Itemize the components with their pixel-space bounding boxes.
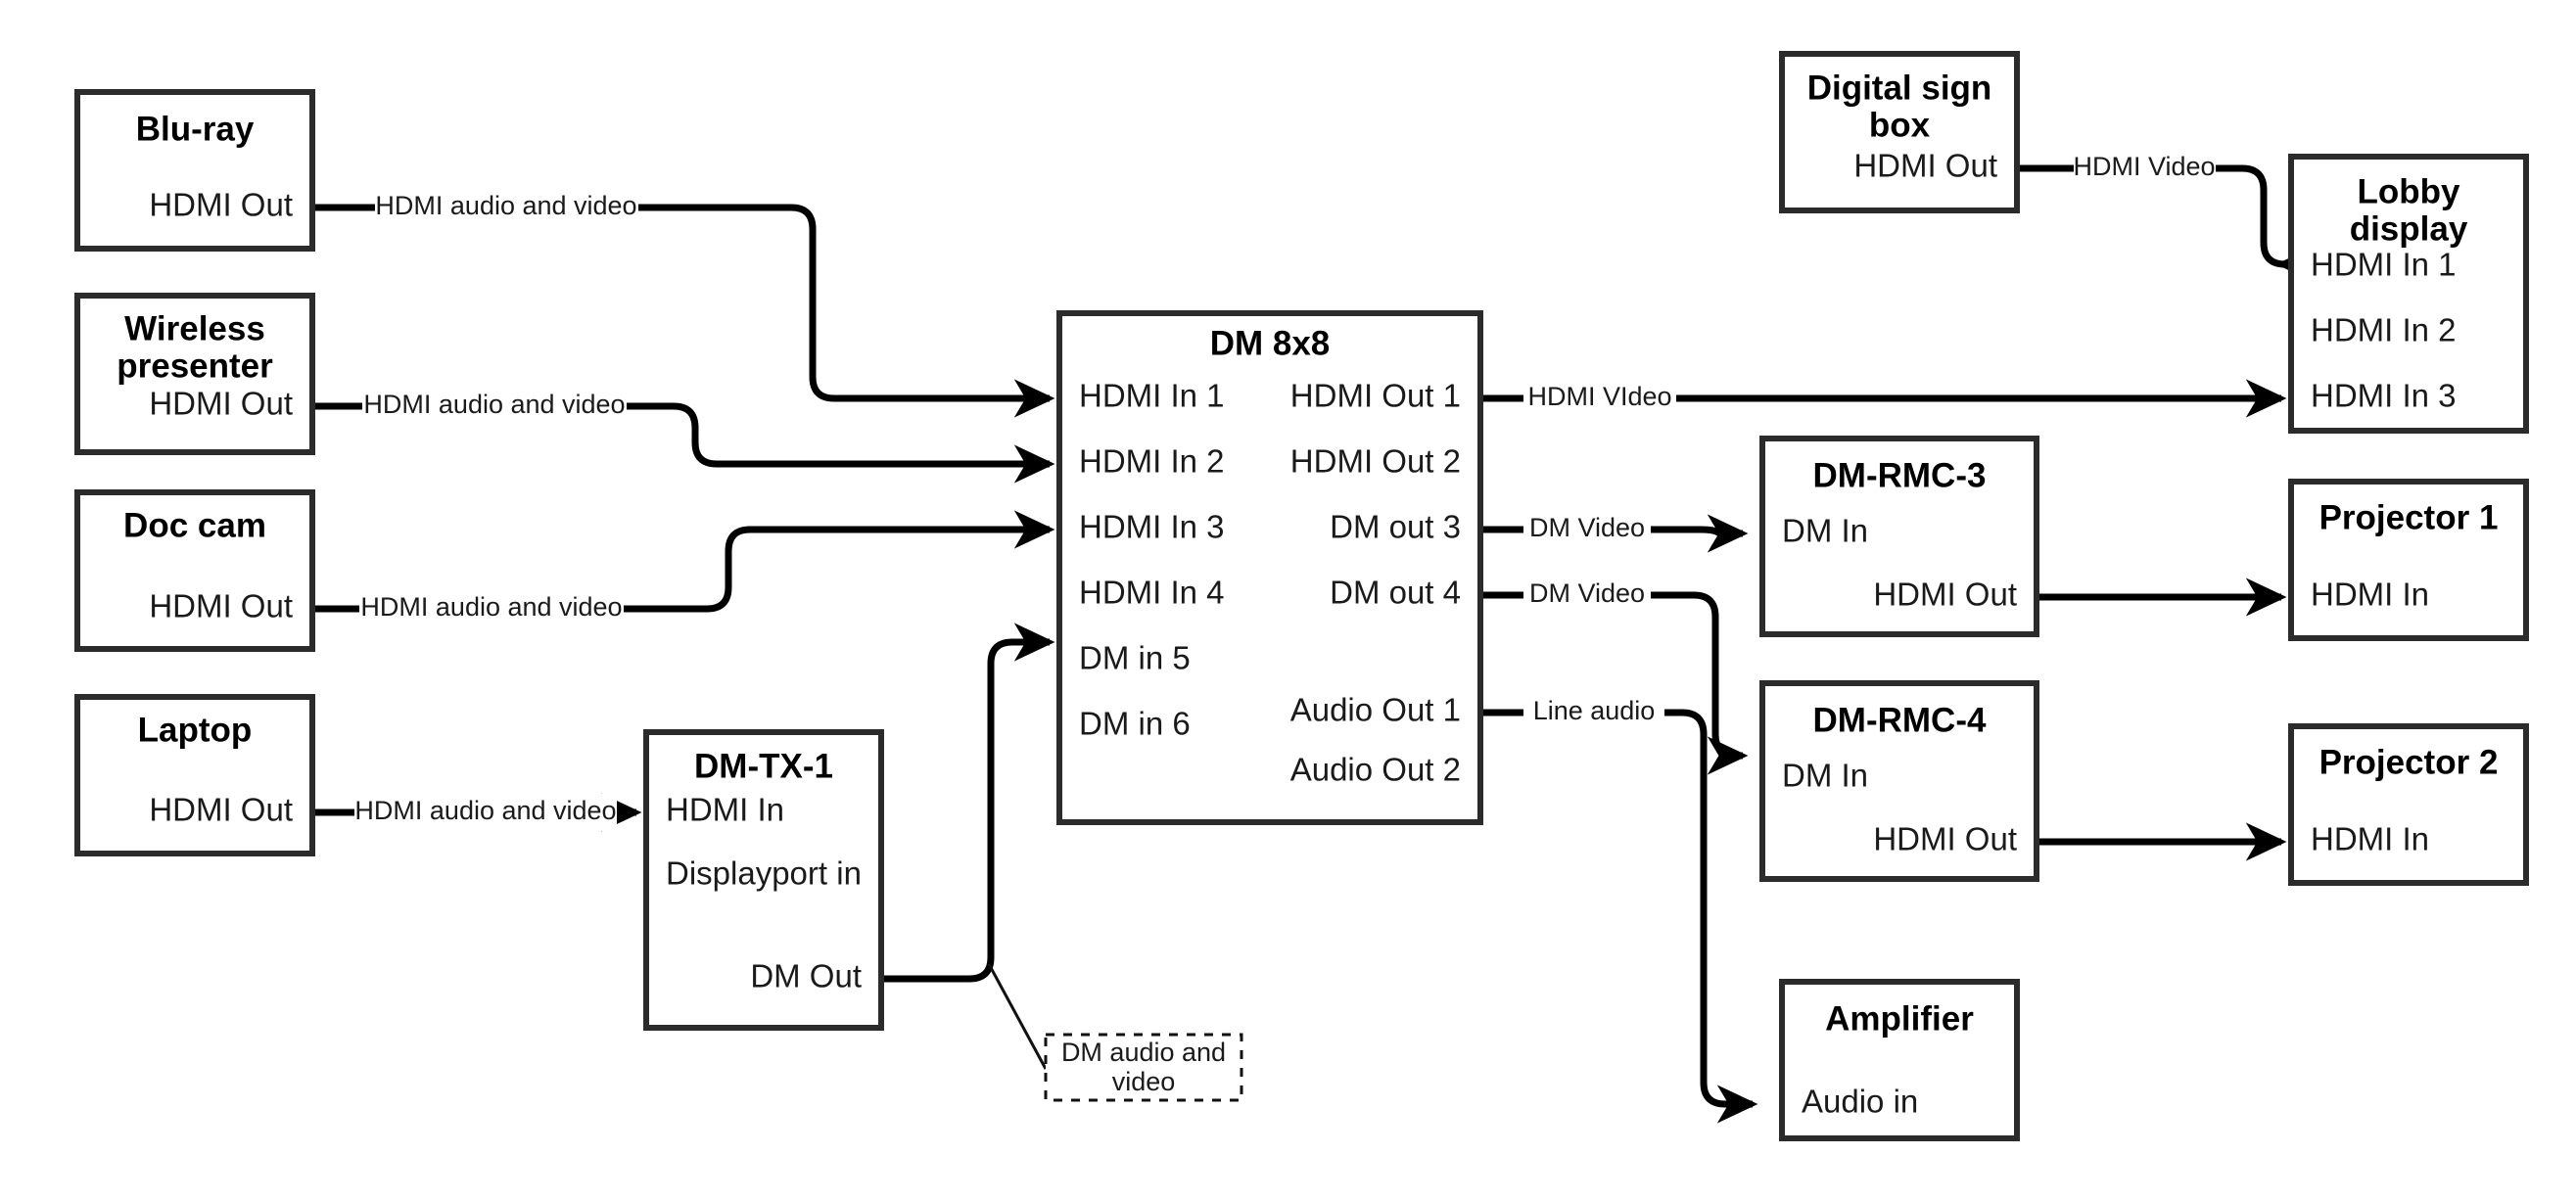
device-projector-2[interactable]: Projector 2 HDMI In [2288,723,2529,886]
device-bluray[interactable]: Blu-ray HDMI Out [74,89,315,252]
device-lobby-display[interactable]: Lobby display HDMI In 1 HDMI In 2 HDMI I… [2288,154,2529,434]
lobby-display-title-line2: display [2350,209,2468,248]
dm-8x8-title: DM 8x8 [1210,324,1331,362]
projector-2-port-hdmi-in: HDMI In [2311,821,2429,857]
lobby-display-input-hdmi-in-3: HDMI In 3 [2311,378,2457,414]
device-wireless-presenter[interactable]: Wireless presenter HDMI Out [74,293,315,455]
device-doc-cam[interactable]: Doc cam HDMI Out [74,489,315,652]
device-dm-tx-1[interactable]: DM-TX-1 HDMI In Displayport in DM Out [643,729,884,1031]
edge-label-text: HDMI audio and video [354,796,616,825]
device-dm-rmc-4[interactable]: DM-RMC-4 DM In HDMI Out [1759,680,2039,882]
dm-8x8-output-audio-out-2: Audio Out 2 [1290,752,1461,788]
edge-label-doccam-to-dm8x8: HDMI audio and video [359,590,624,627]
dm-rmc-3-title: DM-RMC-3 [1813,456,1987,494]
note-line2: video [1112,1067,1176,1096]
edge-label-text: HDMI audio and video [375,191,636,220]
wire-wireless-to-dm8x8 [312,402,1055,484]
dm-rmc-3-port-hdmi-out: HDMI Out [1873,577,2017,613]
digital-sign-box-title-line1: Digital sign [1807,69,1992,107]
dm-8x8-output-audio-out-1: Audio Out 1 [1290,692,1461,728]
device-amplifier[interactable]: Amplifier Audio in [1779,979,2020,1141]
edge-label-text: HDMI audio and video [360,592,622,622]
dm-tx-1-port-hdmi-in: HDMI In [666,792,784,828]
lobby-display-input-hdmi-in-1: HDMI In 1 [2311,247,2457,283]
dm-rmc-4-port-hdmi-out: HDMI Out [1873,821,2017,857]
dm-8x8-input-hdmi-in-4: HDMI In 4 [1079,575,1225,611]
note-dm-audio-and-video: DM audio and video [1044,1033,1243,1102]
doc-cam-title: Doc cam [123,506,266,544]
edge-label-dm8x8out4-to-rmc4: DM Video [1523,577,1651,614]
dm-8x8-input-dm-in-5: DM in 5 [1079,640,1191,676]
edge-label-bluray-to-dm8x8: HDMI audio and video [375,189,638,226]
device-dm-8x8[interactable]: DM 8x8 HDMI In 1 HDMI In 2 HDMI In 3 HDM… [1056,310,1483,825]
device-projector-1[interactable]: Projector 1 HDMI In [2288,479,2529,641]
dm-rmc-4-title: DM-RMC-4 [1813,701,1987,739]
dm-8x8-output-hdmi-out-2: HDMI Out 2 [1290,443,1461,480]
lobby-display-input-hdmi-in-2: HDMI In 2 [2311,312,2457,348]
edge-label-text: Line audio [1533,696,1656,725]
dm-8x8-input-dm-in-6: DM in 6 [1079,706,1191,742]
wire-dm8x8audioout1-to-amp [1480,709,1758,1124]
dm-tx-1-port-dm-out: DM Out [750,958,862,994]
wireless-presenter-title-line1: Wireless [124,309,265,347]
amplifier-port-audio-in: Audio in [1802,1084,1918,1120]
lobby-display-title-line1: Lobby [2358,172,2461,210]
projector-1-title: Projector 1 [2319,498,2499,536]
device-laptop[interactable]: Laptop HDMI Out [74,694,315,856]
bluray-port-hdmi-out: HDMI Out [149,187,293,223]
wire-digitalsign-to-lobby [2017,164,2318,284]
wire-dm8x8out4-to-rmc4 [1480,591,1749,775]
wire-bluray-to-dm8x8 [312,204,1055,418]
dm-8x8-input-hdmi-in-1: HDMI In 1 [1079,378,1225,414]
dm-8x8-input-hdmi-in-2: HDMI In 2 [1079,443,1225,480]
edge-label-dm8x8out3-to-rmc3: DM Video [1523,511,1651,548]
dm-8x8-output-dm-out-3: DM out 3 [1330,509,1461,545]
edge-label-wireless-to-dm8x8: HDMI audio and video [362,388,627,425]
edge-label-text: HDMI audio and video [363,390,625,419]
wireless-presenter-port-hdmi-out: HDMI Out [149,386,293,422]
wire-doccam-to-dm8x8 [312,510,1055,613]
wire-dmtx1-to-dm8x8 [881,623,1055,983]
doc-cam-port-hdmi-out: HDMI Out [149,588,293,624]
dm-tx-1-title: DM-TX-1 [694,747,833,785]
dm-rmc-3-port-dm-in: DM In [1782,513,1868,549]
edge-label-text: DM Video [1529,513,1645,542]
dm-rmc-4-port-dm-in: DM In [1782,758,1868,794]
edge-label-text: HDMI Video [2073,152,2215,181]
laptop-port-hdmi-out: HDMI Out [149,792,293,828]
device-dm-rmc-3[interactable]: DM-RMC-3 DM In HDMI Out [1759,436,2039,637]
wireless-presenter-title-line2: presenter [117,346,273,385]
edge-label-digitalsign-to-lobby: HDMI Video [2073,150,2216,187]
edge-label-text: HDMI VIdeo [1527,382,1671,411]
projector-1-port-hdmi-in: HDMI In [2311,577,2429,613]
edge-label-audioout1-to-amp: Line audio [1523,694,1664,731]
dm-8x8-output-hdmi-out-1: HDMI Out 1 [1290,378,1461,414]
bluray-title: Blu-ray [136,110,255,148]
note-line1: DM audio and [1061,1038,1226,1067]
dm-8x8-input-hdmi-in-3: HDMI In 3 [1079,509,1225,545]
edge-label-dm8x8out1-to-lobby: HDMI VIdeo [1523,380,1676,417]
device-digital-sign-box[interactable]: Digital sign box HDMI Out [1779,51,2020,213]
dm-tx-1-port-displayport-in: Displayport in [666,855,862,892]
dm-8x8-output-dm-out-4: DM out 4 [1330,575,1461,611]
amplifier-title: Amplifier [1825,999,1974,1038]
wire-dm8x8out3-to-rmc3 [1480,514,1749,553]
edge-label-text: DM Video [1529,578,1645,608]
projector-2-title: Projector 2 [2319,743,2499,781]
laptop-title: Laptop [138,711,253,749]
digital-sign-box-title-line2: box [1869,106,1931,144]
digital-sign-box-port-hdmi-out: HDMI Out [1853,148,1997,184]
edge-label-laptop-to-dmtx1: HDMI audio and video [354,794,617,831]
leader-dm-audio-video-callout [987,963,1048,1070]
